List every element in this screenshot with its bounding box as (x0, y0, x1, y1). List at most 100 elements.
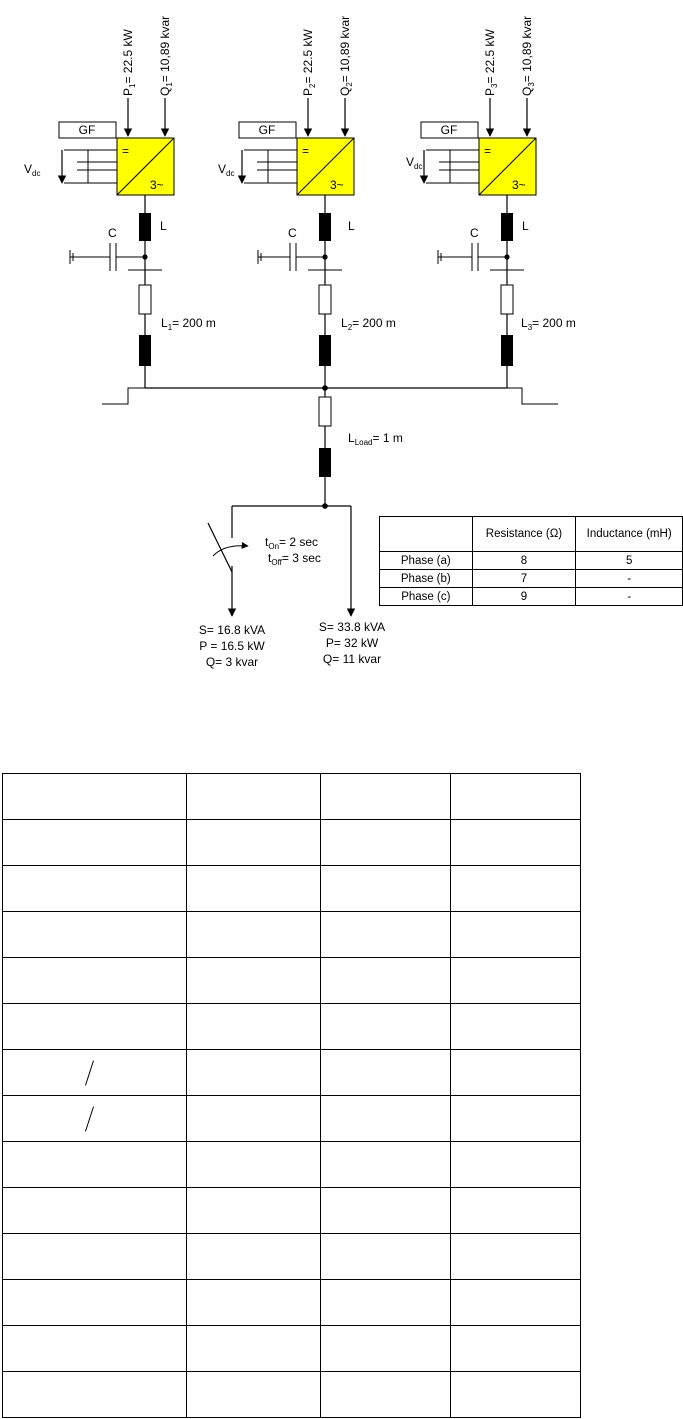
unit-3-filter-inductor (501, 213, 513, 241)
grid-cell (450, 819, 581, 866)
grid-cell (186, 911, 321, 958)
unit-3-gf-label: GF (441, 123, 458, 137)
svg-text:LLoad= 1 m: LLoad= 1 m (348, 431, 403, 447)
svg-text:C: C (288, 226, 297, 240)
unit-2-gf-box (238, 121, 297, 139)
unit-3: P3= 22.5 kW Q3= 10,89 kvar GF = 3~ Vdc L (406, 16, 576, 388)
grid-cell (2, 911, 187, 958)
load-line-resistor (318, 396, 332, 427)
grid-cell (2, 1325, 187, 1372)
grid-cell (450, 1003, 581, 1050)
grid-cell (186, 773, 321, 820)
unit-2-gf-label: GF (259, 123, 276, 137)
svg-text:3~: 3~ (150, 178, 164, 192)
grid-cell (2, 1141, 187, 1188)
phase-resistance: 7 (471, 569, 577, 588)
slash-mark (85, 1060, 94, 1086)
grid-cell (450, 1141, 581, 1188)
unit-2-ac-capacitor: C (257, 226, 325, 271)
param-header-inductance: Inductance (mH) (575, 516, 683, 552)
unit-1-line-resistor (138, 284, 152, 315)
grid-cell (320, 1141, 451, 1188)
grid-cell (450, 773, 581, 820)
grid-cell (320, 1233, 451, 1280)
table-row (2, 819, 581, 866)
grid-cell (450, 911, 581, 958)
unit-1: P1= 22.5 kW Q1= 10,89 kvar GF = 3~ Vdc L (24, 16, 216, 388)
grid-cell (186, 819, 321, 866)
grid-cell (320, 1371, 451, 1418)
switched-load-q: Q= 3 kvar (206, 655, 258, 669)
unit-1-converter: = 3~ (116, 137, 175, 196)
svg-text:tOn= 2 sec: tOn= 2 sec (265, 535, 318, 551)
svg-text:P2= 22.5 kW: P2= 22.5 kW (301, 29, 317, 97)
grid-cell (186, 957, 321, 1004)
grid-cell (2, 1279, 187, 1326)
unit-3-dc-capacitor: Vdc (406, 149, 479, 184)
phase-resistance: 8 (471, 551, 577, 570)
table-row (2, 1279, 581, 1326)
junction-dot (322, 254, 328, 260)
grid-cell (450, 1049, 581, 1096)
table-row (2, 1233, 581, 1280)
unit-2-converter: = 3~ (296, 137, 355, 196)
unit-2-line-resistor (318, 284, 332, 315)
grid-cell (320, 1187, 451, 1234)
switched-load-p: P = 16.5 kW (199, 639, 265, 653)
grid-cell (450, 1325, 581, 1372)
unit-3-ac-capacitor: C (437, 226, 507, 271)
phase-name: Phase (a) (379, 551, 473, 570)
grid-cell (450, 865, 581, 912)
table-row (2, 1049, 581, 1096)
unit-3-gf-box (420, 121, 479, 139)
phase-inductance: - (575, 569, 683, 588)
grid-cell (186, 1371, 321, 1418)
svg-text:L: L (522, 219, 529, 233)
load-switch (207, 522, 233, 573)
grid-cell (320, 1279, 451, 1326)
microgrid-diagram: P1= 22.5 kW Q1= 10,89 kvar GF = 3~ Vdc L (24, 16, 576, 669)
grid-cell (186, 1279, 321, 1326)
unit-1-q-arrow: Q1= 10,89 kvar (158, 16, 174, 137)
table-row: Phase (b) 7 - (379, 569, 683, 588)
grid-cell (320, 957, 451, 1004)
param-header-resistance: Resistance (Ω) (471, 516, 577, 552)
grid-cell (320, 1003, 451, 1050)
grid-cell (186, 1141, 321, 1188)
grid-cell (2, 1003, 187, 1050)
unit-2: P2= 22.5 kW Q2= 10,89 kvar GF = 3~ Vdc L (218, 16, 396, 388)
unit-3-converter: = 3~ (478, 137, 537, 196)
grid-cell (320, 865, 451, 912)
table-row (2, 1371, 581, 1418)
svg-text:Vdc: Vdc (24, 162, 40, 178)
grid-cell (320, 1049, 451, 1096)
unit-2-p-arrow: P2= 22.5 kW (301, 29, 317, 137)
unit-3-q-arrow: Q3= 10,89 kvar (520, 16, 536, 137)
table-row (2, 1095, 581, 1142)
svg-text:L3= 200 m: L3= 200 m (521, 316, 576, 332)
svg-text:Vdc: Vdc (218, 162, 234, 178)
junction-dot (504, 254, 510, 260)
grid-cell (450, 1279, 581, 1326)
grid-cell (320, 773, 451, 820)
svg-text:tOff= 3 sec: tOff= 3 sec (268, 551, 321, 567)
grid-cell (320, 819, 451, 866)
fixed-load-branch: S= 33.8 kVA P= 32 kW Q= 11 kvar (319, 506, 385, 666)
unit-1-line-inductor (139, 335, 151, 366)
grid-cell (320, 1325, 451, 1372)
slash-mark (85, 1106, 94, 1132)
table-row (2, 1003, 581, 1050)
svg-text:Q2= 10,89 kvar: Q2= 10,89 kvar (338, 16, 354, 96)
unit-1-gf-box (58, 121, 117, 139)
table-row: Phase (c) 9 - (379, 587, 683, 606)
grid-cell (2, 773, 187, 820)
grid-cell (186, 865, 321, 912)
main-bus (102, 385, 558, 405)
switch-arrow-icon (212, 541, 249, 557)
grid-cell (2, 957, 187, 1004)
svg-text:3~: 3~ (330, 178, 344, 192)
svg-text:P3= 22.5 kW: P3= 22.5 kW (483, 29, 499, 97)
param-header-blank (379, 516, 473, 552)
unit-1-ac-capacitor: C (69, 226, 145, 271)
switched-load-s: S= 16.8 kVA (199, 623, 265, 637)
